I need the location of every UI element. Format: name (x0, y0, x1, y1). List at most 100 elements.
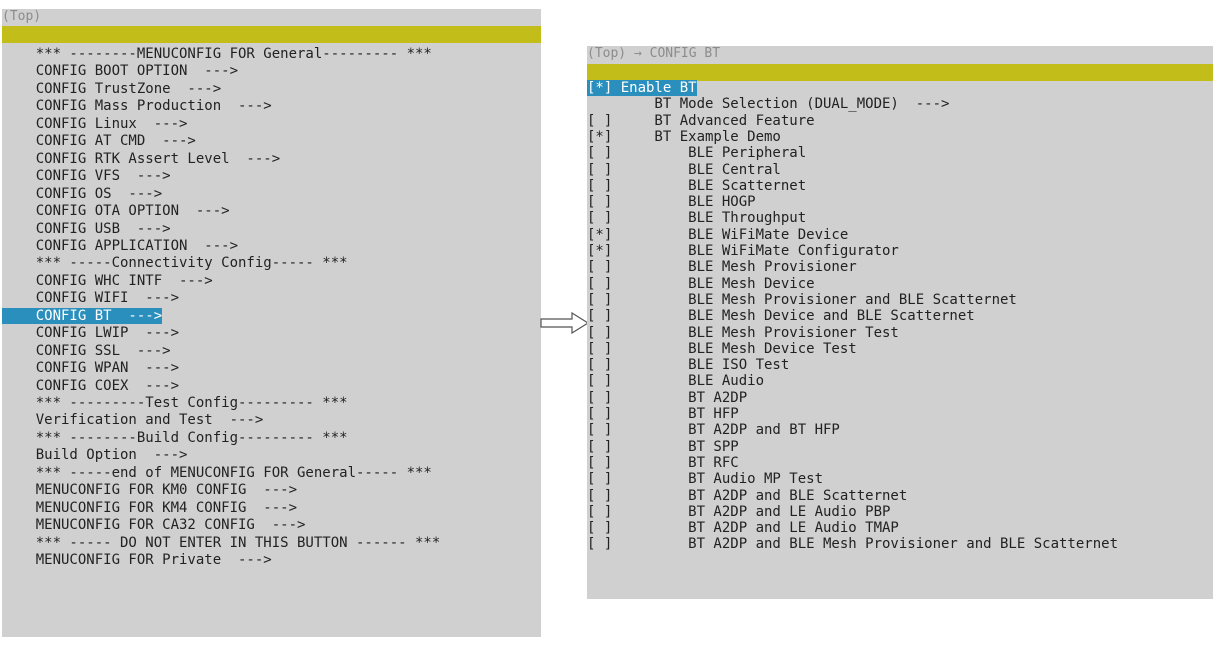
menu-item[interactable]: MENUCONFIG FOR CA32 CONFIG ---> (2, 517, 306, 534)
menu-item[interactable]: CONFIG OS ---> (2, 186, 162, 203)
menu-item-label: CONFIG VFS ---> (2, 168, 171, 185)
menu-item[interactable]: CONFIG USB ---> (2, 221, 171, 238)
hollow-right-arrow-icon (540, 311, 590, 338)
menu-item-label: [ ] BT SPP (587, 438, 739, 455)
menu-item[interactable]: [ ] BT Audio MP Test (587, 471, 823, 488)
menu-item-label: [ ] BT A2DP and BLE Mesh Provisioner and… (587, 536, 1119, 553)
menu-item[interactable]: [ ] BLE Mesh Provisioner Test (587, 325, 899, 342)
menu-item-label: CONFIG WHC INTF ---> (2, 272, 213, 289)
menu-item-label: MENUCONFIG FOR KM0 CONFIG ---> (2, 482, 298, 499)
menu-item[interactable]: [ ] BT A2DP and BT HFP (587, 422, 840, 439)
menu-item[interactable]: [ ] BLE Scatternet (587, 178, 806, 195)
menu-item-label: [ ] BLE Peripheral (587, 145, 807, 162)
menu-item-label: [ ] BLE Central (587, 161, 781, 178)
menu-item-label: [ ] BLE Mesh Device Test (587, 340, 857, 357)
menu-item-label: CONFIG OTA OPTION ---> (2, 203, 230, 220)
menu-item-label: CONFIG AT CMD ---> (2, 133, 196, 150)
menu-item[interactable]: CONFIG APPLICATION ---> (2, 238, 238, 255)
menu-item[interactable]: MENUCONFIG FOR Private ---> (2, 552, 272, 569)
menu-item-label: *** ----- DO NOT ENTER IN THIS BUTTON --… (2, 534, 441, 551)
menu-comment: *** ----- DO NOT ENTER IN THIS BUTTON --… (2, 534, 441, 552)
menu-item-label: CONFIG WIFI ---> (2, 290, 180, 307)
menu-item-selected[interactable]: CONFIG BT ---> (2, 307, 163, 325)
menu-item[interactable]: [ ] BLE HOGP (587, 194, 756, 211)
menu-item-label: [ ] BT RFC (587, 454, 739, 471)
menu-item[interactable]: [ ] BT A2DP and BLE Mesh Provisioner and… (587, 536, 1118, 553)
menu-comment: *** -----Connectivity Config----- *** (2, 255, 348, 272)
menu-item[interactable]: CONFIG TrustZone ---> (2, 81, 221, 98)
menu-item[interactable]: [ ] BT SPP (587, 439, 739, 456)
menu-item-label: [ ] BLE Throughput (587, 210, 807, 227)
menu-item[interactable]: [ ] BT A2DP and LE Audio TMAP (587, 520, 899, 537)
header-bar (587, 64, 1213, 81)
menu-item[interactable]: CONFIG RTK Assert Level ---> (2, 151, 280, 168)
menu-item[interactable]: CONFIG WPAN ---> (2, 360, 179, 377)
menu-item-label: [ ] BT A2DP and LE Audio PBP (587, 503, 891, 520)
menu-item[interactable]: Build Option ---> (2, 447, 188, 464)
menu-item-label: [*] BT Example Demo (587, 128, 781, 145)
menu-item[interactable]: [ ] BLE Mesh Device Test (587, 341, 857, 358)
menu-item[interactable]: MENUCONFIG FOR KM0 CONFIG ---> (2, 482, 297, 499)
selection-highlight: [*] Enable BT (587, 80, 697, 96)
menu-item-label: [*] BLE WiFiMate Device (587, 226, 849, 243)
menu-item-label: [ ] BLE Mesh Device (587, 275, 815, 292)
menu-item-label: [ ] BT A2DP and LE Audio TMAP (587, 520, 899, 537)
menu-item[interactable]: [ ] BLE Audio (587, 373, 764, 390)
menu-item-label: MENUCONFIG FOR CA32 CONFIG ---> (2, 517, 306, 534)
breadcrumb: (Top) (2, 9, 42, 24)
menu-item[interactable]: [ ] BT A2DP (587, 390, 747, 407)
menu-item[interactable]: [ ] BT A2DP and LE Audio PBP (587, 504, 890, 521)
menu-item-label: [ ] BLE ISO Test (587, 357, 790, 374)
menu-item[interactable]: [ ] BLE ISO Test (587, 357, 789, 374)
menu-item[interactable]: [ ] BT HFP (587, 406, 739, 423)
menu-item-label: *** --------MENUCONFIG FOR General------… (2, 46, 432, 62)
menu-item[interactable]: MENUCONFIG FOR KM4 CONFIG ---> (2, 500, 297, 517)
menu-item-label: [ ] BT Advanced Feature (587, 112, 815, 129)
menu-item-label: *** --------Build Config--------- *** (2, 429, 348, 446)
menu-item[interactable]: CONFIG COEX ---> (2, 378, 179, 395)
menu-item-label: CONFIG BOOT OPTION ---> (2, 63, 239, 80)
menu-item[interactable]: CONFIG LWIP ---> (2, 325, 179, 342)
menu-item[interactable]: [*] BLE WiFiMate Device (587, 227, 848, 244)
menu-item-label: Build Option ---> (2, 447, 188, 464)
menu-item[interactable]: [ ] BLE Throughput (587, 210, 806, 227)
menu-item[interactable]: CONFIG Linux ---> (2, 116, 188, 133)
menu-item[interactable]: [ ] BLE Mesh Provisioner and BLE Scatter… (587, 292, 1017, 309)
menu-item[interactable]: [*] BLE WiFiMate Configurator (587, 243, 899, 260)
menu-item[interactable]: [ ] BT A2DP and BLE Scatternet (587, 488, 907, 505)
menu-item[interactable]: BT Mode Selection (DUAL_MODE) ---> (587, 96, 949, 113)
menu-item-label: [ ] BT A2DP (587, 389, 748, 406)
menu-item[interactable]: [*] BT Example Demo (587, 129, 781, 146)
menu-item[interactable]: CONFIG AT CMD ---> (2, 133, 196, 150)
menu-item[interactable]: [ ] BLE Mesh Device and BLE Scatternet (587, 308, 975, 325)
menu-item[interactable]: CONFIG OTA OPTION ---> (2, 203, 230, 220)
menu-item[interactable]: Verification and Test ---> (2, 412, 264, 429)
menu-item-selected[interactable]: [*] Enable BT (587, 80, 697, 97)
menu-item-label: *** -----Connectivity Config----- *** (2, 255, 348, 272)
menu-item-label: [ ] BLE Mesh Provisioner Test (587, 324, 899, 341)
menu-item-label: [*] BLE WiFiMate Configurator (587, 243, 899, 259)
menu-item-label: [ ] BT A2DP and BLE Scatternet (587, 487, 908, 504)
menu-item-label: MENUCONFIG FOR KM4 CONFIG ---> (2, 499, 298, 516)
menu-item[interactable]: CONFIG SSL ---> (2, 343, 171, 360)
menu-item-label: MENUCONFIG FOR Private ---> (2, 552, 272, 569)
menu-item[interactable]: [ ] BLE Central (587, 162, 781, 179)
menu-item[interactable]: CONFIG Mass Production ---> (2, 98, 272, 115)
menu-item[interactable]: CONFIG WHC INTF ---> (2, 273, 213, 290)
menu-comment: *** --------Build Config--------- *** (2, 430, 348, 447)
menu-item[interactable]: [ ] BLE Mesh Provisioner (587, 259, 857, 276)
menu-item-label: CONFIG TrustZone ---> (2, 80, 222, 97)
menu-item[interactable]: [ ] BT RFC (587, 455, 739, 472)
menu-item[interactable]: CONFIG WIFI ---> (2, 290, 179, 307)
menu-item-label: CONFIG APPLICATION ---> (2, 237, 239, 254)
menu-item-label: BT Mode Selection (DUAL_MODE) ---> (587, 96, 950, 113)
menu-item[interactable]: CONFIG BOOT OPTION ---> (2, 63, 238, 80)
breadcrumb: (Top) → CONFIG BT (587, 46, 721, 61)
menu-item[interactable]: [ ] BLE Mesh Device (587, 276, 815, 293)
menu-item[interactable]: CONFIG VFS ---> (2, 168, 171, 185)
selection-highlight: CONFIG BT ---> (2, 307, 163, 324)
menu-comment: *** ---------Test Config--------- *** (2, 395, 348, 412)
menu-item-label: CONFIG COEX ---> (2, 377, 180, 394)
menu-item[interactable]: [ ] BT Advanced Feature (587, 113, 815, 130)
menu-item[interactable]: [ ] BLE Peripheral (587, 145, 806, 162)
